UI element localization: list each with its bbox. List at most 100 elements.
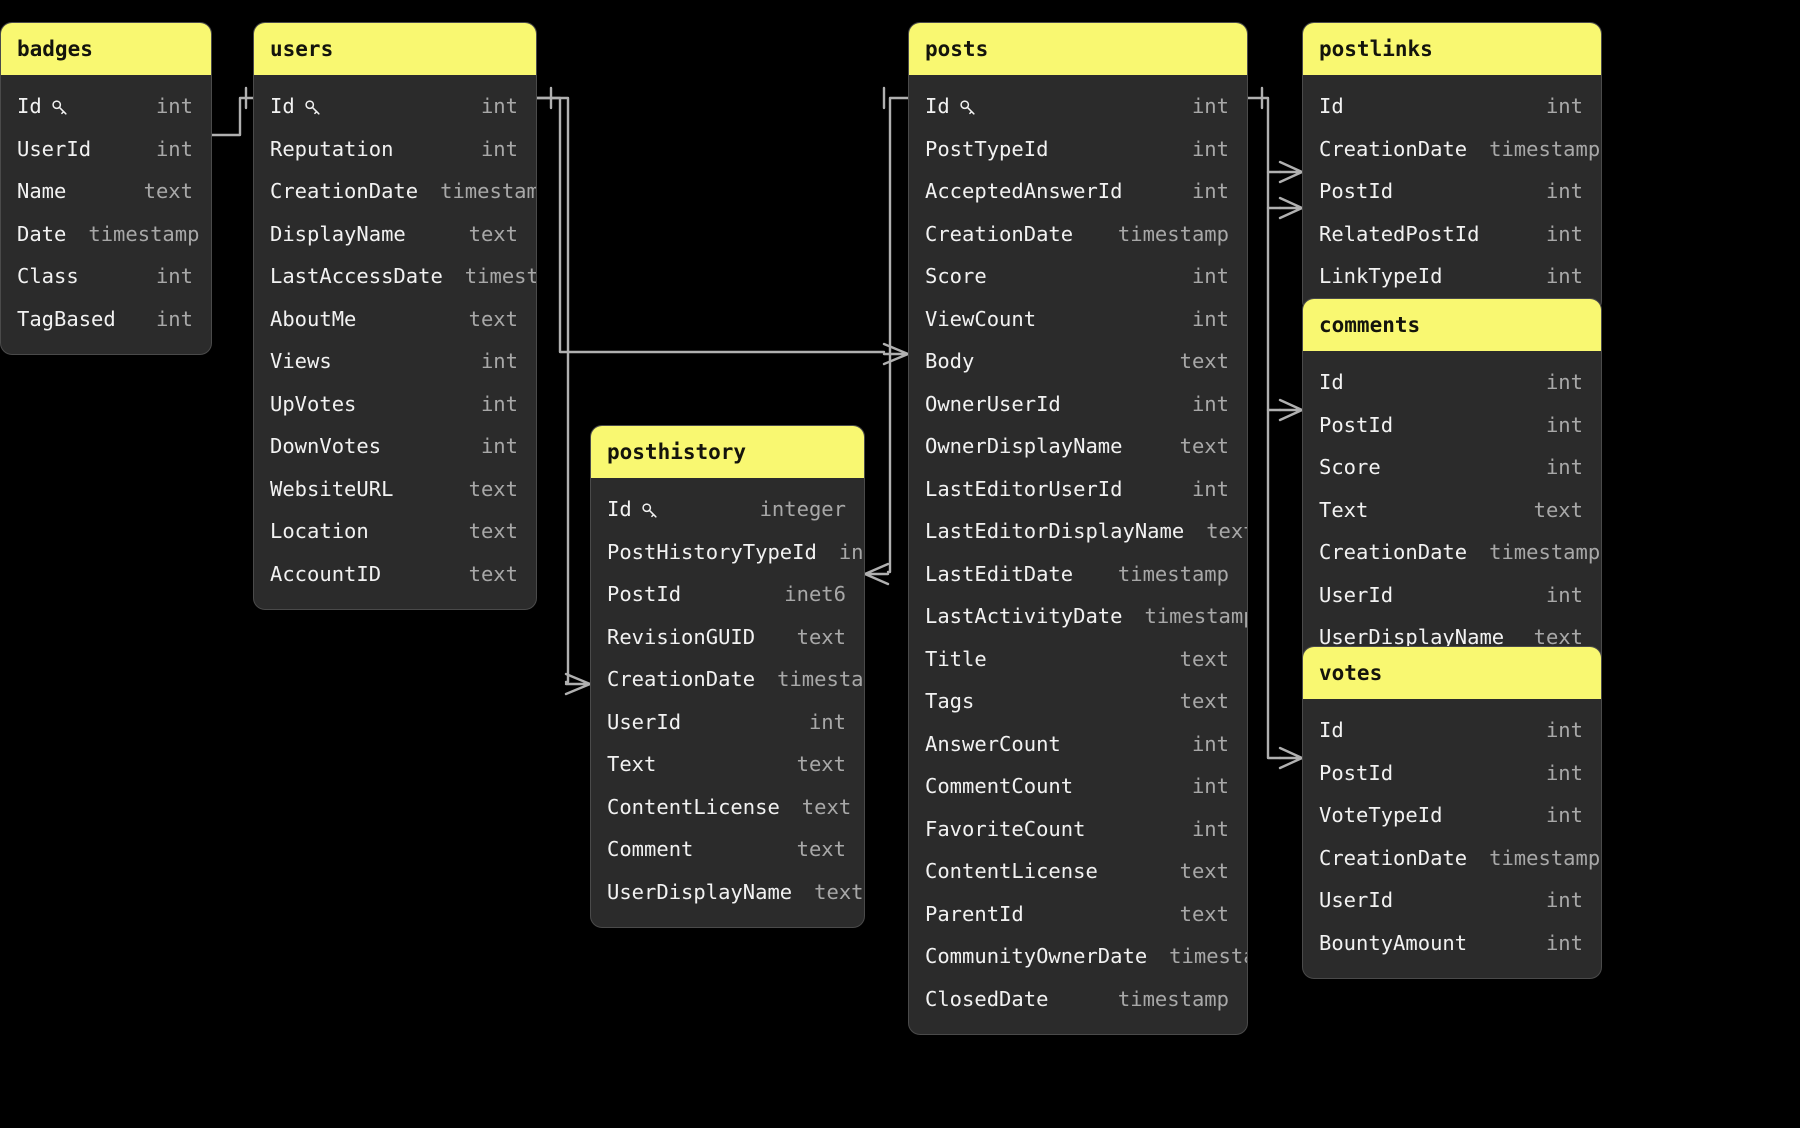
field-name-label: BountyAmount [1319,930,1468,955]
field-name-label: VoteTypeId [1319,803,1443,827]
field-name-label: OwnerUserId [925,391,1061,416]
field-name-label: CommentCount [925,774,1074,798]
field-type-label: timestamp [1117,986,1229,1011]
edge-posts-votes [1266,408,1304,770]
field-name: Id [607,499,659,520]
table-card-posthistory[interactable]: posthistoryIdintegerPostHistoryTypeIdint… [590,425,865,928]
field-name-label: UserDisplayName [1319,625,1505,649]
field-name: AboutMe [270,308,356,330]
field-row[interactable]: LastAccessDatetimestamp [254,255,536,298]
table-title-posthistory: posthistory [591,426,864,478]
field-name: CommentCount [925,776,1073,797]
field-type-label: int [480,391,518,416]
field-name-label: CreationDate [1319,136,1468,161]
field-name-label: LastEditorUserId [925,476,1123,501]
field-row[interactable]: LastEditorDisplayNametext [909,510,1247,553]
field-type-label: int [1191,179,1229,203]
field-row[interactable]: CommunityOwnerDatetimestamp [909,935,1247,978]
field-name-label: Score [1319,455,1381,479]
field-name-label: DisplayName [270,221,406,246]
field-type-label: timestamp [777,667,864,691]
field-row[interactable]: PostHistoryTypeIdint [591,531,864,574]
field-type-label: int [1191,306,1229,331]
field-type-label: int [1191,731,1229,756]
field-name-label: Id [270,94,295,118]
field-name-label: AccountID [270,561,382,586]
field-type-label: text [1179,901,1229,926]
field-type-label: text [1533,497,1583,522]
field-name: OwnerUserId [925,391,1061,416]
